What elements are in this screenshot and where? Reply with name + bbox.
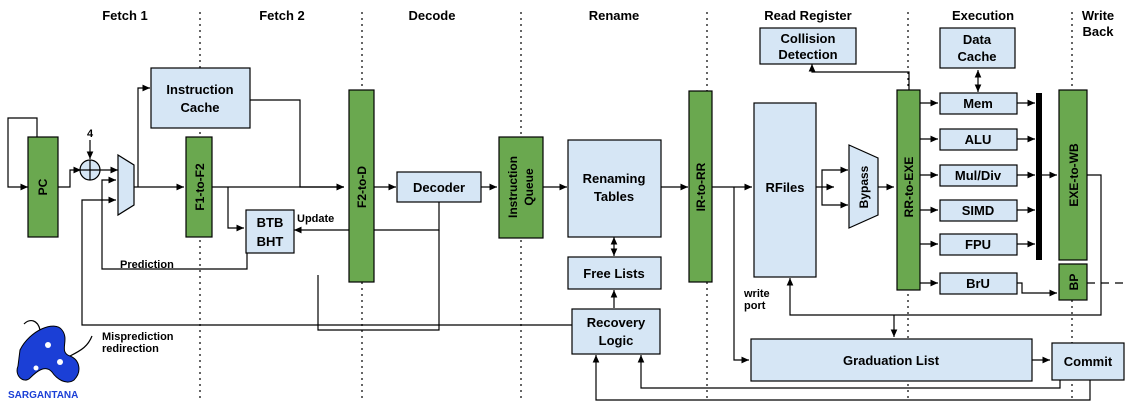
stage-write-back-2: Back <box>1082 24 1114 39</box>
bypass <box>848 144 879 229</box>
free-lists <box>567 256 662 290</box>
collision-detection <box>759 27 857 65</box>
instruction-cache <box>150 67 251 129</box>
instruction-cache-label-2: Cache <box>180 100 219 115</box>
f1-to-f2-register <box>185 136 213 238</box>
muldiv-unit <box>939 164 1018 187</box>
instruction-queue-register <box>498 136 544 239</box>
simd-unit <box>939 199 1018 222</box>
sargantana-logo: SARGANTANA <box>8 320 93 401</box>
bru-unit <box>939 272 1018 295</box>
decoder <box>396 171 482 203</box>
muldiv-unit-label: Mul/Div <box>955 168 1002 183</box>
alu-unit-label: ALU <box>965 132 992 147</box>
instruction-queue-label-1: Instruction <box>506 156 520 218</box>
graduation-list-label: Graduation List <box>843 353 940 368</box>
renaming-tables-label-1: Renaming <box>583 171 646 186</box>
graduation-list <box>750 338 1033 382</box>
ir-to-rr-label: IR-to-RR <box>694 162 708 211</box>
f1-to-f2-label: F1-to-F2 <box>193 163 207 211</box>
lizard-logo-icon <box>16 325 80 383</box>
rr-to-exe-register <box>896 89 921 291</box>
stage-rename: Rename <box>589 8 640 23</box>
free-lists-label: Free Lists <box>583 266 644 281</box>
f2-to-d-register <box>348 89 375 283</box>
data-cache <box>939 27 1016 69</box>
btb-bht <box>245 209 295 254</box>
exe-to-wb-label: EXE-to-WB <box>1067 143 1081 207</box>
pc-register-label: PC <box>36 178 50 195</box>
stage-write-back: Write <box>1082 8 1114 23</box>
data-cache-label-2: Cache <box>957 49 996 64</box>
bht-label: BHT <box>257 234 284 249</box>
register-files <box>753 102 817 278</box>
decoder-label: Decoder <box>413 180 465 195</box>
bp-label: BP <box>1067 274 1081 291</box>
bypass-label: Bypass <box>857 165 871 208</box>
mem-unit-label: Mem <box>963 96 993 111</box>
misprediction-label-2: redirection <box>102 343 159 355</box>
write-port-label-2: port <box>744 300 766 312</box>
stage-fetch1: Fetch 1 <box>102 8 148 23</box>
instruction-cache-label-1: Instruction <box>166 82 233 97</box>
renaming-tables <box>567 139 662 238</box>
write-port-label-1: write <box>743 288 770 300</box>
commit <box>1051 342 1125 381</box>
stage-decode: Decode <box>409 8 456 23</box>
fpu-unit <box>939 233 1018 256</box>
pc-register <box>27 136 59 238</box>
collision-detection-label-1: Collision <box>781 31 836 46</box>
simd-unit-label: SIMD <box>962 203 995 218</box>
fpu-unit-label: FPU <box>965 237 991 252</box>
collision-detection-label-2: Detection <box>778 47 837 62</box>
bp-register <box>1058 263 1088 301</box>
fetch-mux <box>117 153 135 217</box>
recovery-logic-label-2: Logic <box>599 333 634 348</box>
recovery-logic <box>571 308 661 355</box>
bru-unit-label: BrU <box>966 276 990 291</box>
exe-to-wb-register <box>1058 89 1088 261</box>
f2-to-d-label: F2-to-D <box>355 166 369 208</box>
logo-text: SARGANTANA <box>8 390 78 401</box>
register-files-label: RFiles <box>765 180 804 195</box>
rr-to-exe-label: RR-to-EXE <box>902 157 916 218</box>
update-label: Update <box>297 213 334 225</box>
btb-label: BTB <box>257 215 284 230</box>
data-cache-label-1: Data <box>963 32 992 47</box>
instruction-queue-label-2: Queue <box>522 168 536 206</box>
misprediction-label-1: Misprediction <box>102 331 174 343</box>
stage-fetch2: Fetch 2 <box>259 8 305 23</box>
mem-unit <box>939 92 1018 115</box>
commit-label: Commit <box>1064 354 1113 369</box>
stage-execution: Execution <box>952 8 1014 23</box>
alu-unit <box>939 128 1018 151</box>
prediction-label: Prediction <box>120 259 174 271</box>
recovery-logic-label-1: Recovery <box>587 315 646 330</box>
adder-const: 4 <box>87 128 94 140</box>
renaming-tables-label-2: Tables <box>594 189 634 204</box>
result-bus <box>1036 93 1042 260</box>
stage-read-register: Read Register <box>764 8 851 23</box>
ir-to-rr-register <box>688 90 713 283</box>
